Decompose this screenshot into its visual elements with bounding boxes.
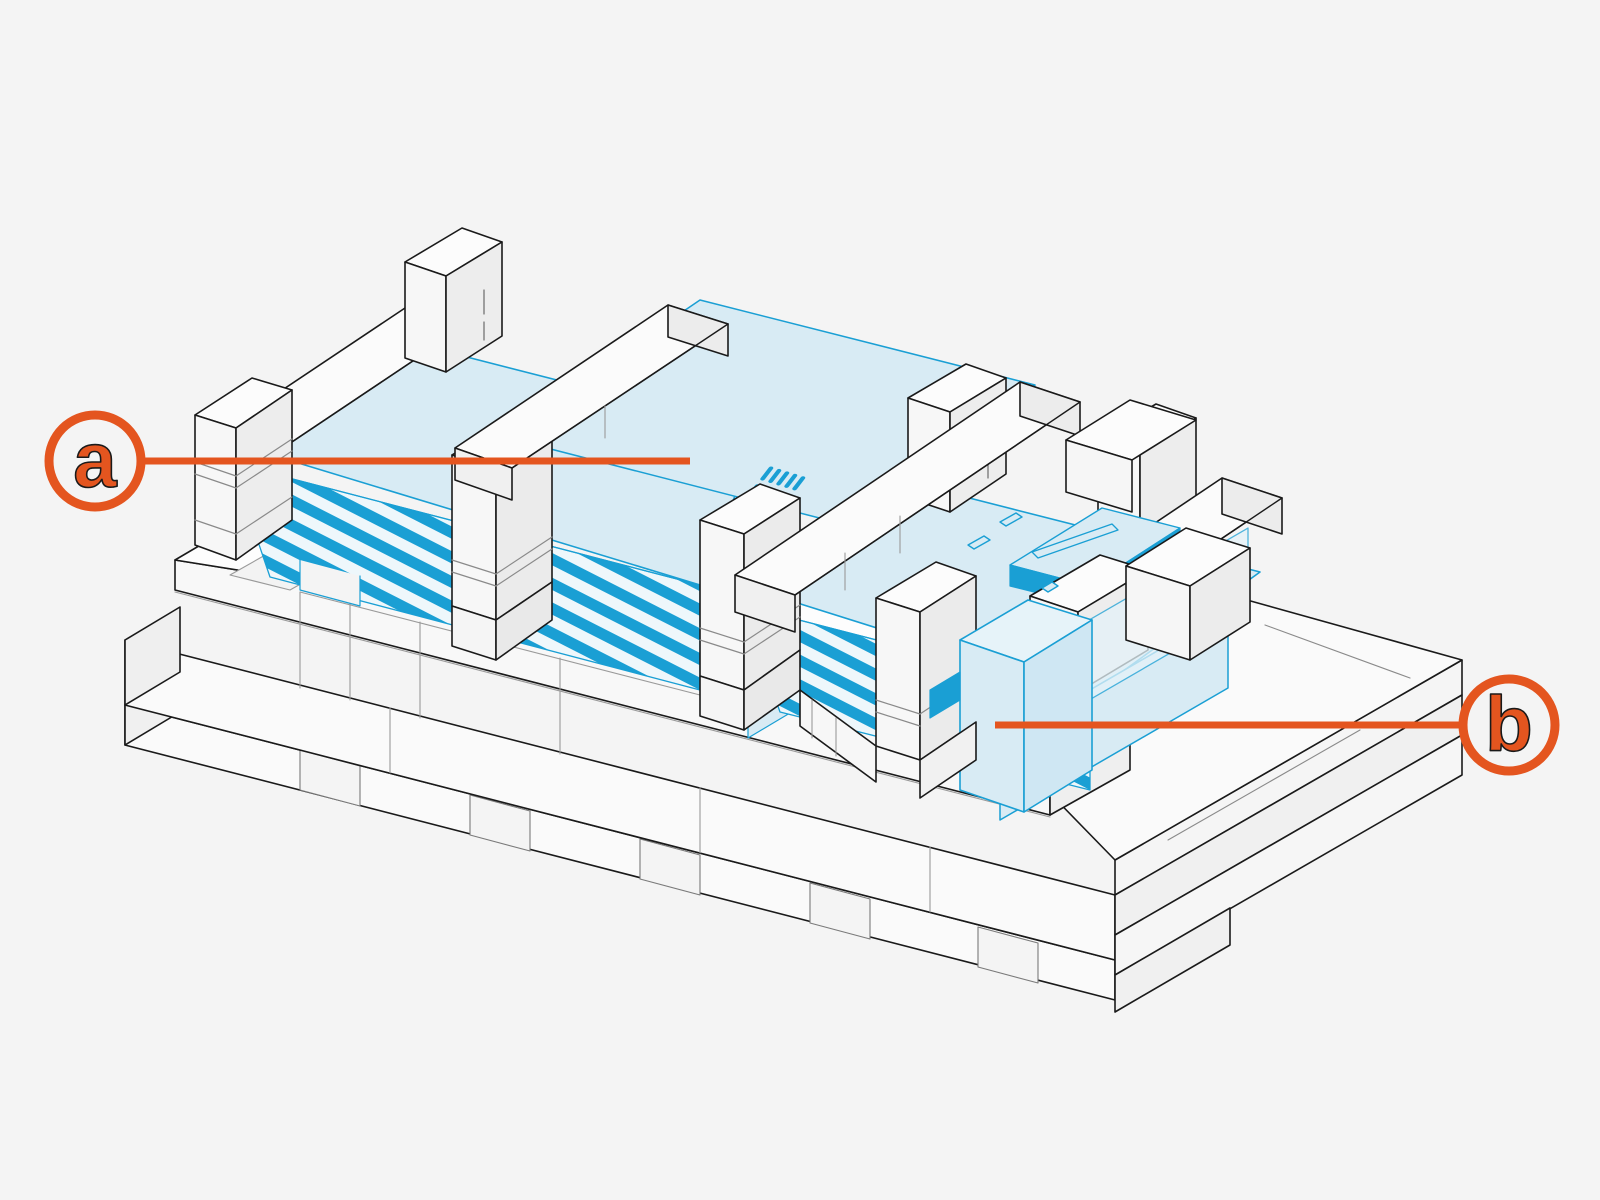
callout-b[interactable]: b xyxy=(995,674,1560,776)
gantry-post-1 xyxy=(194,377,293,561)
right-body-blocks xyxy=(1065,399,1251,661)
callout-a-label: a xyxy=(73,416,117,504)
front-detail-band xyxy=(799,671,977,799)
callout-a-circle xyxy=(44,410,146,512)
callout-a[interactable]: a xyxy=(44,410,690,512)
blue-module-b xyxy=(959,599,1093,813)
callout-b-circle xyxy=(1458,674,1560,776)
callout-b-label: b xyxy=(1485,680,1533,768)
gantry-beam-right xyxy=(734,381,1081,633)
gantry-beam-mid xyxy=(454,304,729,501)
pallet-base xyxy=(124,599,1463,1013)
gantry-post-2 xyxy=(404,227,503,373)
